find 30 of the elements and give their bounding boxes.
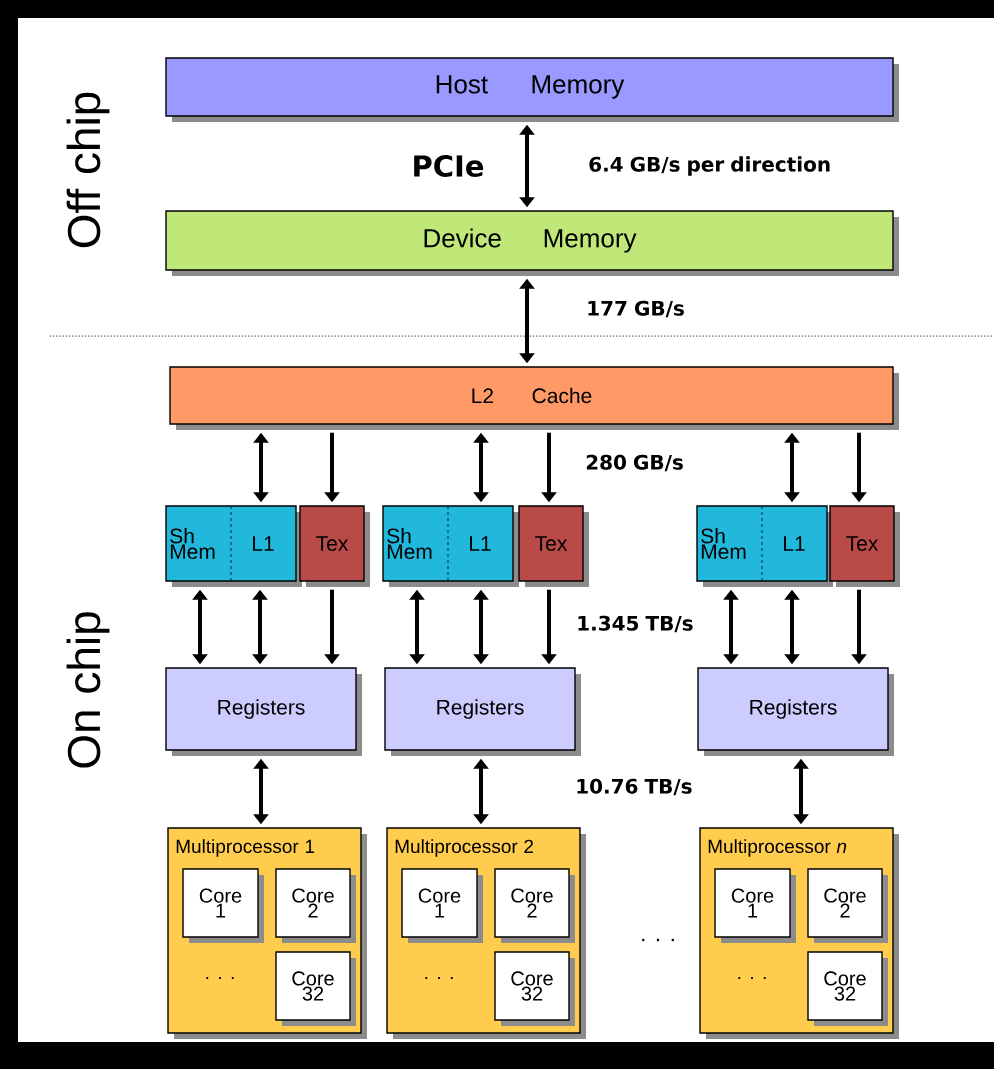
section-label: On chip xyxy=(66,612,110,768)
register-box: Registers xyxy=(697,667,894,756)
memory-box: Host Memory xyxy=(165,57,899,122)
register-box: Registers xyxy=(384,667,581,756)
core-box: Core 1 xyxy=(401,868,483,943)
core-box: Core 1 xyxy=(182,868,264,943)
ellipsis: . . . xyxy=(642,938,674,942)
bandwidth-label: 280 GB/s xyxy=(586,454,683,472)
texture-box: Tex xyxy=(299,505,370,587)
core-box: Core 32 xyxy=(275,951,356,1026)
cache-box: L2 Cache xyxy=(169,366,899,430)
section-label: Off chip xyxy=(66,92,110,248)
bandwidth-label: 6.4 GB/s per direction xyxy=(589,156,830,176)
cache-box: Sh Mem L1 xyxy=(165,505,302,587)
core-box: Core 2 xyxy=(275,868,356,943)
bandwidth-label: 177 GB/s xyxy=(588,300,684,318)
register-box: Registers xyxy=(165,667,362,756)
core-box: Core 32 xyxy=(807,951,888,1026)
cache-box: Sh Mem L1 xyxy=(382,505,519,587)
bandwidth-label: 10.76 TB/s xyxy=(577,778,692,796)
core-box: Core 2 xyxy=(807,868,888,943)
cache-box: Sh Mem L1 xyxy=(696,505,833,587)
texture-box: Tex xyxy=(518,505,589,587)
core-box: Core 2 xyxy=(494,868,575,943)
bandwidth-label: 1.345 TB/s xyxy=(578,615,693,633)
memory-box: Device Memory xyxy=(165,210,899,276)
texture-box: Tex xyxy=(829,505,900,587)
bus-label: PCIe xyxy=(414,155,484,177)
core-box: Core 1 xyxy=(714,868,796,943)
core-box: Core 32 xyxy=(494,951,575,1026)
